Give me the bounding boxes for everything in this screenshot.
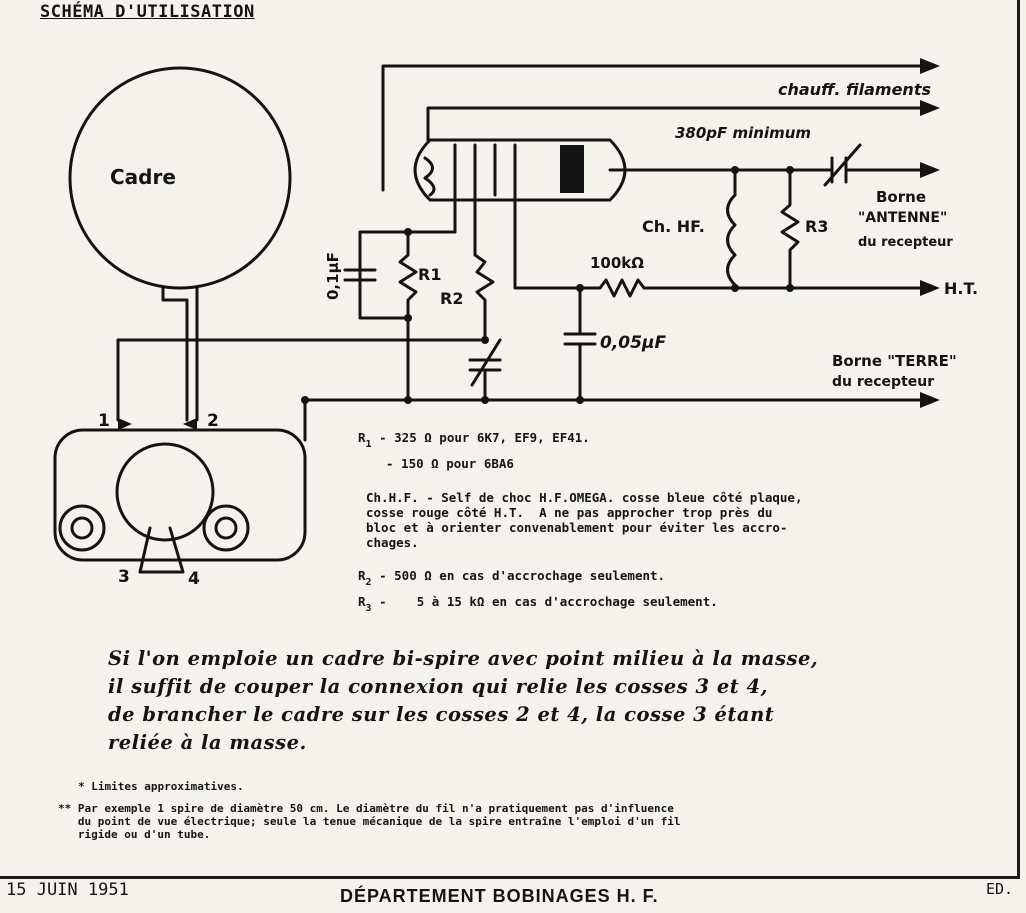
varcap-arrow [470,338,502,387]
label-cap-380: 380pF minimum [675,124,811,142]
wire-heater-1 [381,64,922,192]
label-borne-terre-1: Borne "TERRE" [832,352,957,370]
label-ch-hf: Ch. HF. [642,217,705,236]
italic-line-2: il suffit de couper la connexion qui rel… [108,675,768,698]
junction-5 [576,284,584,292]
note-r3-label: R [358,594,366,609]
junction-2 [786,166,794,174]
page-border-bottom [0,876,1020,879]
note-r3-line: - 5 à 15 kΩ en cas d'accrochage seulemen… [371,594,718,609]
label-pin4: 4 [188,569,200,589]
tube-plate [560,145,584,193]
coil-jack-right [202,504,250,552]
junction-6 [404,228,412,236]
arrow-heater-1 [920,58,940,74]
note-r3-sub: 3 [365,603,372,614]
italic-line-3: de brancher le cadre sur les cosses 2 et… [108,703,775,726]
junction-10 [481,396,489,404]
note-r1-line1: - 325 Ω pour 6K7, EF9, EF41. [371,430,590,445]
junction-8 [481,336,489,344]
junction-11 [576,396,584,404]
label-borne-antenne-2: "ANTENNE" [858,210,947,226]
wire-r3 [780,168,800,290]
page-title: SCHÉMA D'UTILISATION [40,2,255,22]
note-r2-sub: 2 [365,577,372,588]
cap-380-arrow [823,143,862,187]
junction-3 [731,284,739,292]
note-r1-sub: 1 [365,439,372,450]
note-chhf: Ch.H.F. - Self de choc H.F.OMEGA. cosse … [366,490,803,550]
note-r3: R3 - 5 à 15 kΩ en cas d'accrochage seule… [358,594,718,614]
cadre-lead-left [161,285,189,422]
label-borne-terre-2: du recepteur [832,374,934,390]
bottom-edition: ED. [986,880,1014,898]
label-chauff: chauff. filaments [778,80,931,99]
coil-jack-left [58,504,106,552]
label-borne-antenne-3: du recepteur [858,235,953,250]
wire-cathode [358,198,457,320]
coil-block [53,428,307,562]
label-100k: 100kΩ [590,254,644,272]
bottom-department: DÉPARTEMENT BOBINAGES H. F. [340,886,659,906]
wire-coil-top [116,338,482,422]
label-pin2: 2 [207,411,219,431]
pin2-tab [183,418,197,430]
label-r3: R3 [805,217,828,236]
label-r1: R1 [418,265,441,284]
cadre-loop [68,66,292,290]
footnote-1: * Limites approximatives. [78,780,244,793]
arrow-terre [920,392,940,408]
tube-envelope [413,138,627,202]
bottom-date: 15 JUIN 1951 [6,880,129,900]
note-r1-label: R [358,430,366,445]
italic-line-4: reliée à la masse. [108,731,307,754]
wire-heater-2 [426,106,922,142]
note-r2-label: R [358,568,366,583]
note-r1-line2: - 150 Ω pour 6BA6 [386,456,514,471]
junction-1 [731,166,739,174]
note-r2-line: - 500 Ω en cas d'accrochage seulement. [371,568,666,583]
coil-jack-right-inner [214,516,238,540]
coil-center [115,442,215,542]
coil-strap [138,526,185,574]
note-r1: R1 - 325 Ω pour 6K7, EF9, EF41. [358,430,590,450]
label-ht: H.T. [944,279,978,298]
label-cadre: Cadre [110,165,176,189]
footnote-2: ** Par exemple 1 spire de diamètre 50 cm… [58,802,681,841]
wire-screen [513,193,582,290]
wire-r1 [398,230,418,402]
italic-line-1: Si l'on emploie un cadre bi-spire avec p… [108,647,819,670]
wire-r2 [473,193,495,342]
label-borne-antenne-1: Borne [876,188,926,206]
italic-instruction: Si l'on emploie un cadre bi-spire avec p… [108,645,818,757]
arrow-antenne [920,162,940,178]
circuit-diagram: Cadre chauff. filaments 380pF minimum Bo… [53,58,978,589]
label-r2: R2 [440,289,463,308]
junction-7 [404,314,412,322]
junction-4 [786,284,794,292]
label-pin1: 1 [98,411,110,431]
label-pin3: 3 [118,567,130,587]
page-border-right [1017,0,1020,878]
tube-heater [423,156,436,197]
note-r2: R2 - 500 Ω en cas d'accrochage seulement… [358,568,666,588]
label-cap-005: 0,05µF [600,333,666,353]
coil-jack-left-inner [70,516,94,540]
choke-coil [726,193,737,287]
arrow-ht [920,280,940,296]
junction-9 [404,396,412,404]
junction-12 [301,396,309,404]
label-cap-01: 0,1µF [324,252,342,300]
pin1-tab [118,418,132,430]
wire-ht [578,278,922,298]
arrow-heater-2 [920,100,940,116]
